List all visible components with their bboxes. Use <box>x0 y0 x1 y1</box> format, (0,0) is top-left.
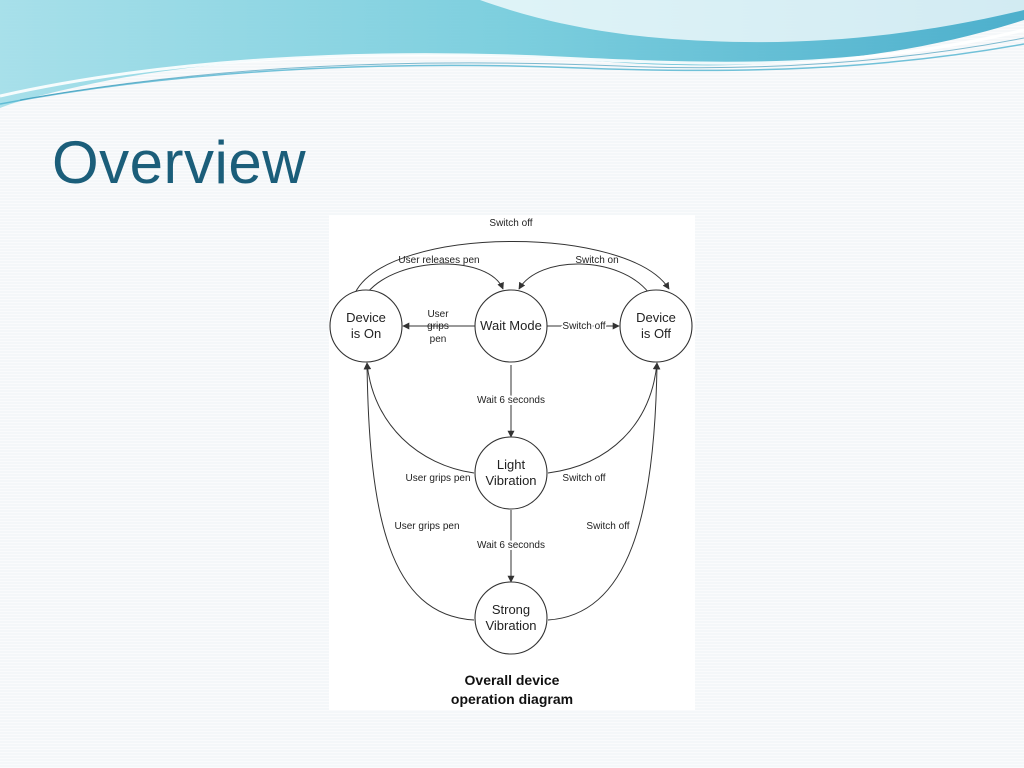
node-device-off-line-2: is Off <box>641 326 671 341</box>
node-wait-mode: Wait Mode <box>474 289 548 363</box>
node-light-vibration: Light Vibration <box>474 436 548 510</box>
edge-light-to-on <box>364 362 475 474</box>
diagram-caption-line-1: Overall device <box>464 672 560 688</box>
edge-label-light-to-on: User grips pen <box>405 473 470 484</box>
edge-on-to-off-top <box>354 241 670 294</box>
edge-strong-to-off <box>547 362 661 621</box>
edge-label-wait-to-light: Wait 6 seconds <box>477 395 545 406</box>
header-swoosh-decoration <box>0 0 1024 108</box>
node-strong-vibration-line-2: Vibration <box>485 618 536 633</box>
edge-off-to-wait <box>518 263 650 294</box>
edge-on-to-wait <box>366 263 504 294</box>
node-wait-mode-line-1: Wait Mode <box>480 318 542 333</box>
edge-label-strong-to-on: User grips pen <box>394 521 459 532</box>
edge-label-wait-to-on-2: grips <box>427 321 449 332</box>
node-light-vibration-line-2: Vibration <box>485 473 536 488</box>
edge-label-wait-to-off: Switch off <box>562 321 605 332</box>
edge-label-light-to-off: Switch off <box>562 473 605 484</box>
node-light-vibration-line-1: Light <box>497 457 526 472</box>
state-diagram-panel: Switch off User releases pen Switch on U… <box>329 215 695 710</box>
edge-label-off-to-wait: Switch on <box>575 255 618 266</box>
state-diagram: Switch off User releases pen Switch on U… <box>329 218 693 655</box>
node-strong-vibration: Strong Vibration <box>474 581 548 655</box>
node-device-on-line-2: is On <box>351 326 381 341</box>
edge-label-light-to-strong: Wait 6 seconds <box>477 540 545 551</box>
node-device-off-line-1: Device <box>636 310 676 325</box>
node-device-off: Device is Off <box>619 289 693 363</box>
page-title: Overview <box>52 129 307 196</box>
node-strong-vibration-line-1: Strong <box>492 602 530 617</box>
edge-label-on-to-off-top: Switch off <box>489 218 532 229</box>
node-device-on: Device is On <box>329 289 403 363</box>
edge-label-on-to-wait: User releases pen <box>398 255 479 266</box>
edge-label-wait-to-on-1: User <box>427 309 449 320</box>
edge-light-to-off <box>547 362 660 474</box>
node-device-on-line-1: Device <box>346 310 386 325</box>
edge-strong-to-on <box>363 362 475 621</box>
diagram-caption: Overall device operation diagram <box>329 671 695 709</box>
edge-label-strong-to-off: Switch off <box>586 521 629 532</box>
edge-label-wait-to-on-3: pen <box>430 334 447 345</box>
diagram-caption-line-2: operation diagram <box>450 691 574 707</box>
